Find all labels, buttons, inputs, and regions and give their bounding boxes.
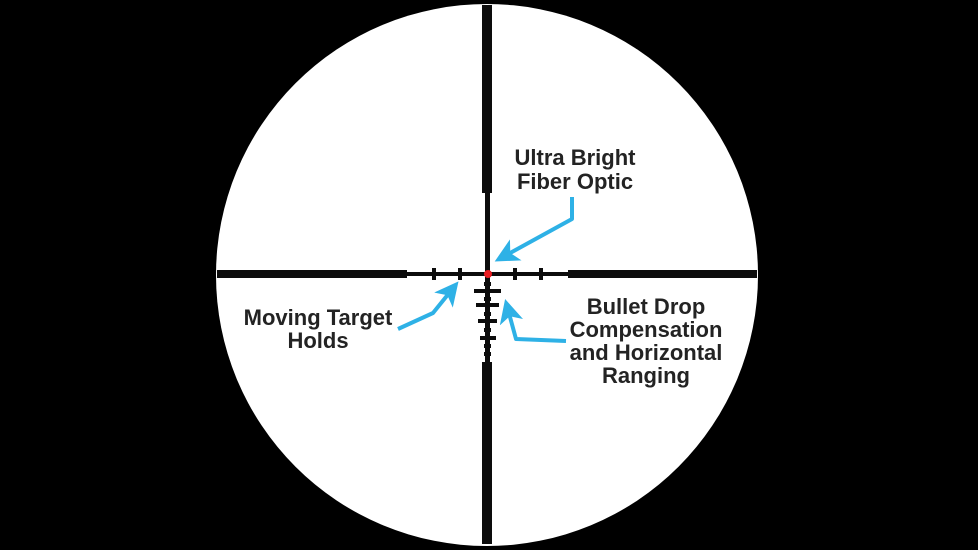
bdc-dot (484, 297, 491, 301)
bdc-dot (484, 312, 491, 316)
bdc-dot (484, 352, 491, 356)
bdc-hash-4 (480, 336, 496, 340)
reticle-thin-vertical-top (485, 192, 490, 276)
reticle-post-left (217, 270, 407, 278)
bdc-dot (484, 344, 491, 348)
fiber-optic-center-dot (484, 270, 492, 278)
bdc-dot (484, 328, 491, 332)
bdc-hash-2 (476, 303, 499, 307)
hold-tick-left-outer (432, 268, 436, 280)
bdc-dot (484, 282, 491, 286)
hold-tick-right-inner (513, 268, 517, 280)
hold-tick-right-outer (539, 268, 543, 280)
label-ultra-bright-fiber-optic: Ultra Bright Fiber Optic (514, 145, 636, 194)
label-bullet-drop-compensation: Bullet Drop Compensation and Horizontal … (569, 294, 723, 388)
reticle-post-bottom (482, 362, 492, 544)
label-moving-target-holds: Moving Target Holds (243, 305, 393, 353)
bdc-hash-1 (474, 289, 501, 293)
hold-tick-left-inner (458, 268, 462, 280)
reticle-post-top (482, 5, 492, 193)
reticle-post-right (568, 270, 757, 278)
bdc-hash-3 (478, 319, 497, 323)
